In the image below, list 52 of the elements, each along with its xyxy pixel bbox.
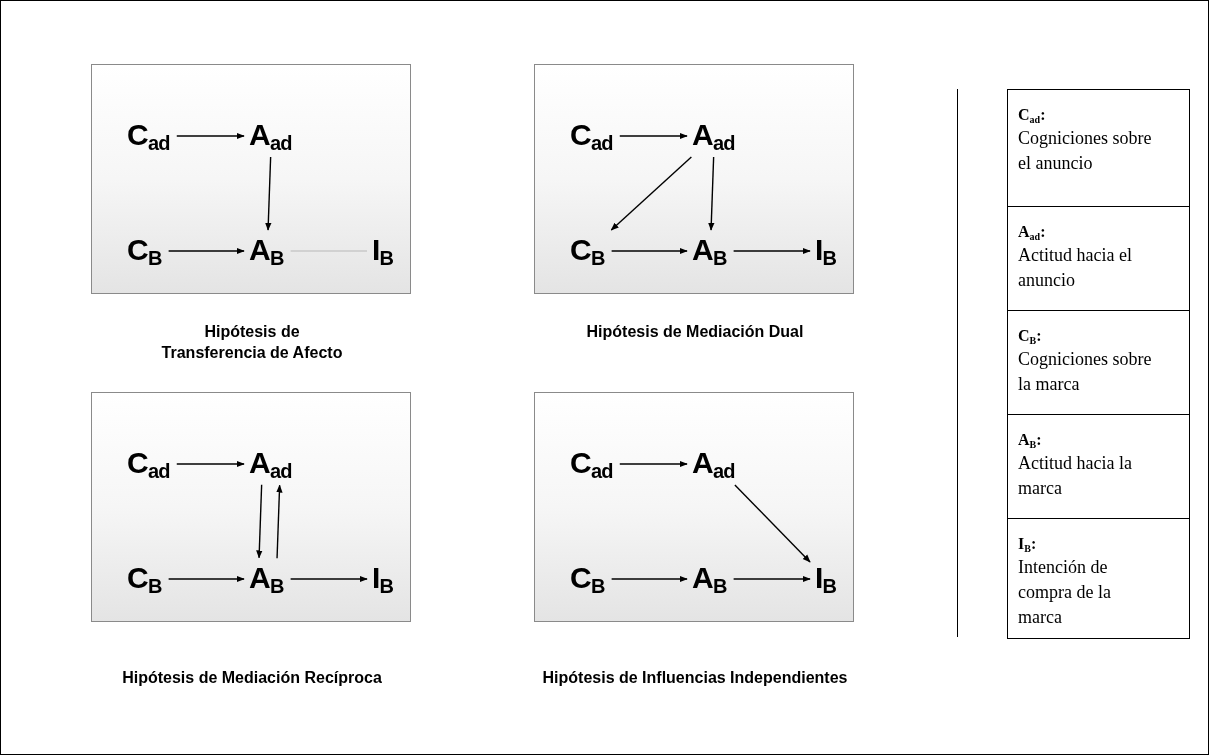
variable-label: C$_{B}$ <box>570 235 605 265</box>
arrow <box>732 575 811 583</box>
arrow <box>610 156 693 231</box>
variable-label: A$_{B}$ <box>249 235 284 265</box>
arrow <box>619 132 688 140</box>
legend-definition: Cogniciones sobre el anuncio <box>1018 127 1153 175</box>
arrow <box>610 247 688 255</box>
variable-label: C$_{B}$ <box>570 563 605 593</box>
variable-label: C$_{ad}$ <box>127 120 170 150</box>
legend-term: C$_{B}$: <box>1018 326 1043 347</box>
variable-label: C$_{ad}$ <box>570 448 613 478</box>
variable-label: I$_{B}$ <box>815 235 837 265</box>
variable-label: C$_{B}$ <box>127 563 162 593</box>
variable-label: I$_{B}$ <box>815 563 837 593</box>
arrow <box>610 575 688 583</box>
legend-term: A$_{B}$: <box>1018 430 1043 451</box>
arrow <box>734 484 811 563</box>
variable-label: A$_{ad}$ <box>249 120 292 150</box>
arrow <box>708 156 715 231</box>
legend-definition: Cogniciones sobre la marca <box>1018 348 1153 396</box>
legend-definition: Actitud hacia el anuncio <box>1018 244 1133 292</box>
legend-term: A$_{ad}$: <box>1018 222 1047 243</box>
arrow <box>276 484 283 560</box>
arrow <box>732 247 811 255</box>
legend-term: I$_{B}$: <box>1018 534 1038 555</box>
arrow <box>619 460 688 468</box>
arrow <box>167 575 245 583</box>
arrow <box>256 484 263 559</box>
variable-label: I$_{B}$ <box>372 563 394 593</box>
variable-label: A$_{ad}$ <box>249 448 292 478</box>
arrow <box>265 156 272 231</box>
variable-label: C$_{ad}$ <box>570 120 613 150</box>
arrow <box>167 247 245 255</box>
variable-label: I$_{B}$ <box>372 235 394 265</box>
variable-label: C$_{B}$ <box>127 235 162 265</box>
legend-term: C$_{ad}$: <box>1018 105 1047 126</box>
variable-label: A$_{ad}$ <box>692 120 735 150</box>
legend-definition: Intención de compra de la marca <box>1018 556 1112 629</box>
panel-caption: Hipótesis de Mediación Dual <box>585 322 805 342</box>
panel-caption: Hipótesis de Transferencia de Afecto <box>160 322 344 363</box>
variable-label: C$_{ad}$ <box>127 448 170 478</box>
legend-definition: Actitud hacia la marca <box>1018 452 1133 500</box>
variable-label: A$_{B}$ <box>249 563 284 593</box>
arrow <box>176 460 245 468</box>
variable-label: A$_{B}$ <box>692 235 727 265</box>
arrow <box>289 575 368 583</box>
variable-label: A$_{B}$ <box>692 563 727 593</box>
panel-caption: Hipótesis de Influencias Independientes <box>541 668 849 688</box>
panel-caption: Hipótesis de Mediación Recíproca <box>121 668 383 688</box>
variable-label: A$_{ad}$ <box>692 448 735 478</box>
legend-table <box>1007 89 1190 639</box>
arrow <box>176 132 245 140</box>
